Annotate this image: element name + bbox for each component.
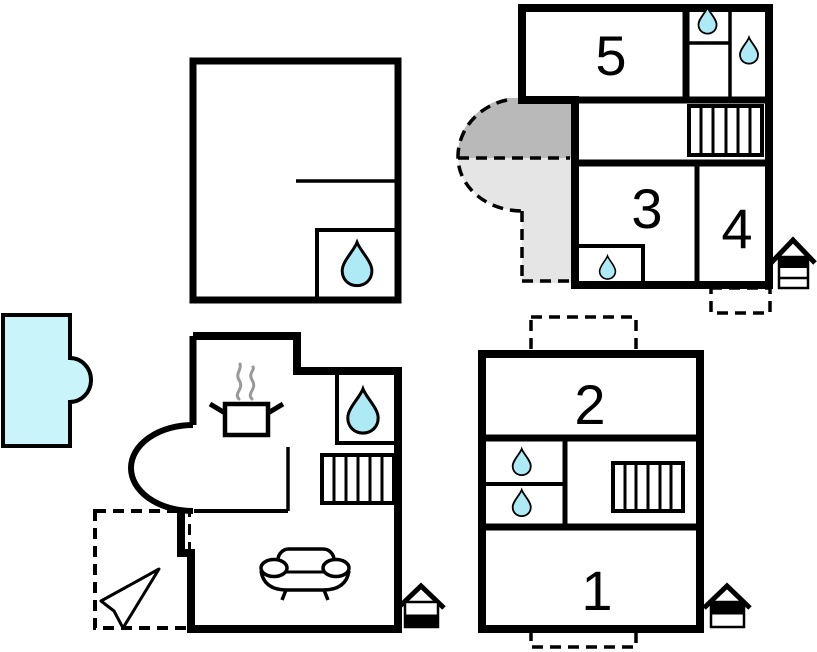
terrace-light-area — [458, 158, 574, 283]
terrace-tab — [709, 286, 772, 315]
house-roof — [396, 582, 446, 610]
kitchen-bathroom-wall — [335, 371, 400, 445]
house-level-upper-of-2-icon — [702, 582, 752, 629]
stairs-icon — [320, 453, 396, 505]
terrace-tab-bottom — [529, 627, 638, 649]
room-label-2: 2 — [574, 373, 605, 436]
room-label-5: 5 — [595, 24, 626, 87]
house-level-lower-of-2-icon — [396, 582, 446, 629]
steam-icon — [248, 365, 256, 401]
room3-bathroom-wall — [575, 244, 645, 286]
stove-pot-icon — [208, 362, 285, 438]
room-label-1: 1 — [581, 559, 612, 622]
stairs-icon — [687, 104, 764, 157]
pool-icon — [1, 313, 93, 448]
steam-icon — [235, 362, 243, 401]
ground-floor-outer-wall — [177, 332, 402, 633]
floor-plan-bottom-left — [93, 332, 402, 633]
house-active-level — [711, 602, 744, 615]
pot-body — [222, 401, 271, 438]
pot-handle — [208, 401, 227, 416]
direction-arrow-icon — [99, 567, 161, 630]
annex-bathroom-wall — [315, 228, 400, 302]
room-label-3: 3 — [631, 177, 662, 240]
stairs-icon — [611, 461, 685, 513]
curved-wall — [128, 422, 194, 514]
floor-plan-top-right: 5 3 4 — [456, 4, 817, 315]
house-active-level — [779, 257, 808, 268]
pot-handle — [266, 401, 285, 416]
floor-plan-bottom-right: 2 1 — [396, 315, 752, 649]
room-label-4: 4 — [721, 197, 752, 260]
terrace-dark-area — [457, 98, 574, 158]
sofa-icon — [259, 547, 351, 601]
sofa-armrest — [321, 557, 351, 579]
house-roof — [769, 236, 817, 265]
floor-plan-top-left — [189, 57, 402, 304]
house-level-top-of-3-icon — [769, 236, 817, 290]
sofa-armrest — [259, 557, 289, 579]
house-active-level — [405, 614, 438, 627]
house-roof — [702, 582, 752, 610]
